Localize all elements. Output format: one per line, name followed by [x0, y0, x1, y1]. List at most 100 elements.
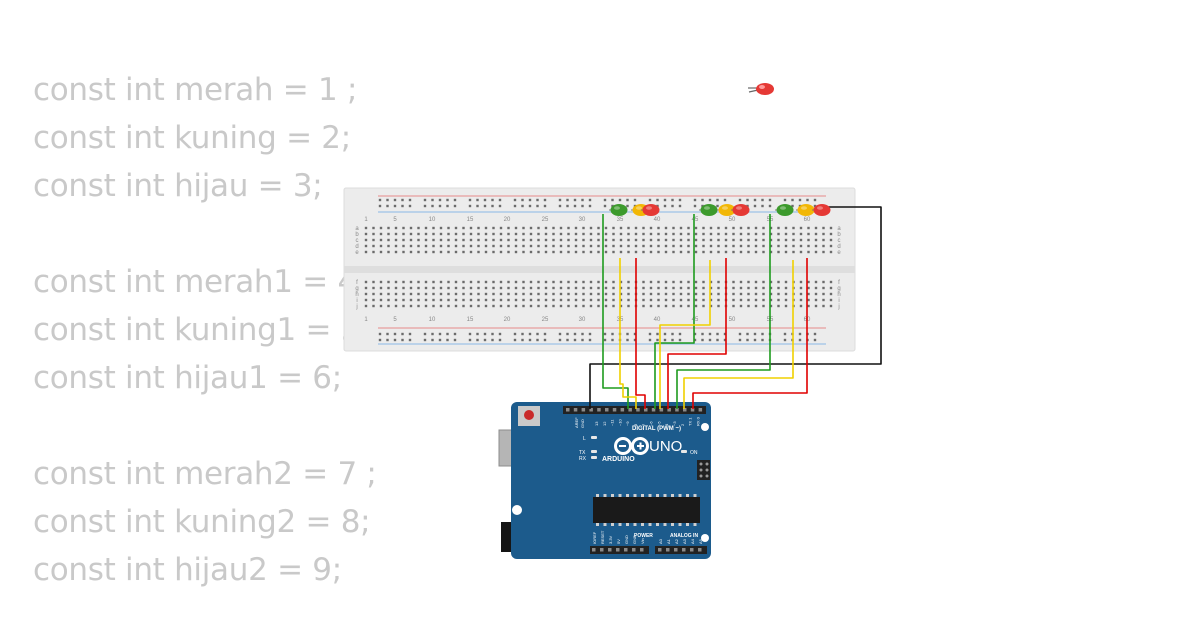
- green-led[interactable]: [775, 204, 794, 216]
- breadboard-hole: [769, 280, 773, 284]
- rail-hole: [693, 204, 697, 208]
- breadboard-hole: [664, 304, 668, 308]
- column-number: 20: [504, 317, 511, 323]
- rail-hole: [746, 198, 749, 202]
- breadboard-hole: [792, 244, 795, 248]
- rail-hole: [723, 198, 727, 202]
- digital-pin-label: 4: [664, 423, 669, 426]
- breadboard-hole: [619, 238, 623, 242]
- breadboard-hole: [619, 280, 623, 284]
- breadboard-hole: [537, 298, 540, 302]
- yellow-led[interactable]: [717, 204, 736, 216]
- chip-pin: [633, 523, 637, 526]
- breadboard-hole: [784, 298, 788, 302]
- breadboard-hole: [679, 238, 683, 242]
- digital-pin-label: 12: [602, 421, 607, 426]
- breadboard-hole: [799, 280, 803, 284]
- breadboard-hole: [544, 292, 548, 296]
- reset-button[interactable]: [524, 410, 534, 420]
- header-pin: [651, 408, 656, 412]
- breadboard-hole: [829, 292, 833, 296]
- breadboard-hole: [694, 280, 698, 284]
- breadboard-hole: [537, 226, 540, 230]
- breadboard-hole: [394, 244, 398, 248]
- breadboard-hole: [439, 250, 443, 254]
- breadboard-hole: [784, 244, 788, 248]
- breadboard-hole: [589, 286, 593, 290]
- breadboard-hole: [784, 280, 788, 284]
- breadboard-hole: [672, 250, 675, 254]
- breadboard-hole: [432, 304, 435, 308]
- breadboard-hole: [589, 298, 593, 302]
- breadboard-hole: [732, 292, 735, 296]
- rail-hole: [581, 198, 584, 202]
- chip-pin: [693, 494, 697, 497]
- breadboard-hole: [537, 280, 540, 284]
- breadboard-hole: [409, 304, 413, 308]
- breadboard-hole: [439, 292, 443, 296]
- row-letter: i: [356, 298, 357, 304]
- chip-pin: [693, 523, 697, 526]
- breadboard-hole: [559, 298, 563, 302]
- green-led[interactable]: [699, 204, 718, 216]
- red-led-icon[interactable]: [748, 83, 774, 95]
- breadboard-hole: [514, 244, 518, 248]
- breadboard-hole: [642, 286, 645, 290]
- rail-hole: [491, 332, 494, 336]
- rail-hole: [671, 338, 674, 342]
- breadboard-hole: [409, 232, 413, 236]
- breadboard-hole: [567, 238, 570, 242]
- rail-hole: [791, 198, 794, 202]
- red-led[interactable]: [641, 204, 660, 216]
- breadboard-hole: [582, 304, 585, 308]
- green-led[interactable]: [609, 204, 628, 216]
- breadboard-hole: [657, 232, 660, 236]
- breadboard-hole: [559, 232, 563, 236]
- breadboard-hole: [627, 286, 630, 290]
- breadboard-hole: [717, 244, 720, 248]
- red-led[interactable]: [812, 204, 831, 216]
- rail-hole: [438, 198, 442, 202]
- header-pin: [566, 408, 570, 412]
- rail-hole: [798, 332, 802, 336]
- breadboard-hole: [552, 238, 555, 242]
- row-letter: f: [838, 280, 840, 286]
- arduino-uno-board[interactable]: UNO ARDUINO DIGITAL (PWM ~) POWER ANALOG…: [498, 402, 711, 559]
- breadboard-hole: [739, 286, 743, 290]
- breadboard-hole: [409, 298, 413, 302]
- breadboard-hole: [424, 226, 428, 230]
- red-led[interactable]: [731, 204, 750, 216]
- breadboard-hole: [432, 250, 435, 254]
- breadboard-hole: [552, 232, 555, 236]
- yellow-led[interactable]: [796, 204, 815, 216]
- breadboard-hole: [387, 238, 390, 242]
- rail-hole: [543, 198, 547, 202]
- breadboard-hole: [402, 226, 405, 230]
- column-number: 1: [364, 317, 368, 323]
- rail-hole: [543, 338, 547, 342]
- breadboard-hole: [499, 292, 503, 296]
- breadboard-hole: [702, 238, 705, 242]
- breadboard-hole: [387, 232, 390, 236]
- header-pin: [608, 548, 612, 552]
- column-number: 10: [429, 217, 436, 223]
- rail-hole: [678, 338, 682, 342]
- breadboard-hole: [492, 286, 495, 290]
- breadboard-hole: [717, 292, 720, 296]
- breadboard-hole: [739, 292, 743, 296]
- breadboard-hole: [732, 286, 735, 290]
- breadboard-hole: [792, 250, 795, 254]
- breadboard-hole: [439, 232, 443, 236]
- breadboard-hole: [417, 244, 420, 248]
- breadboard-hole: [792, 226, 795, 230]
- chip-pin: [656, 494, 659, 497]
- breadboard-hole: [544, 250, 548, 254]
- breadboard-hole: [664, 280, 668, 284]
- breadboard-hole: [597, 250, 600, 254]
- breadboard-hole: [379, 286, 383, 290]
- breadboard-hole: [379, 226, 383, 230]
- breadboard-hole: [529, 232, 533, 236]
- row-letter: j: [837, 304, 839, 310]
- breadboard-hole: [439, 280, 443, 284]
